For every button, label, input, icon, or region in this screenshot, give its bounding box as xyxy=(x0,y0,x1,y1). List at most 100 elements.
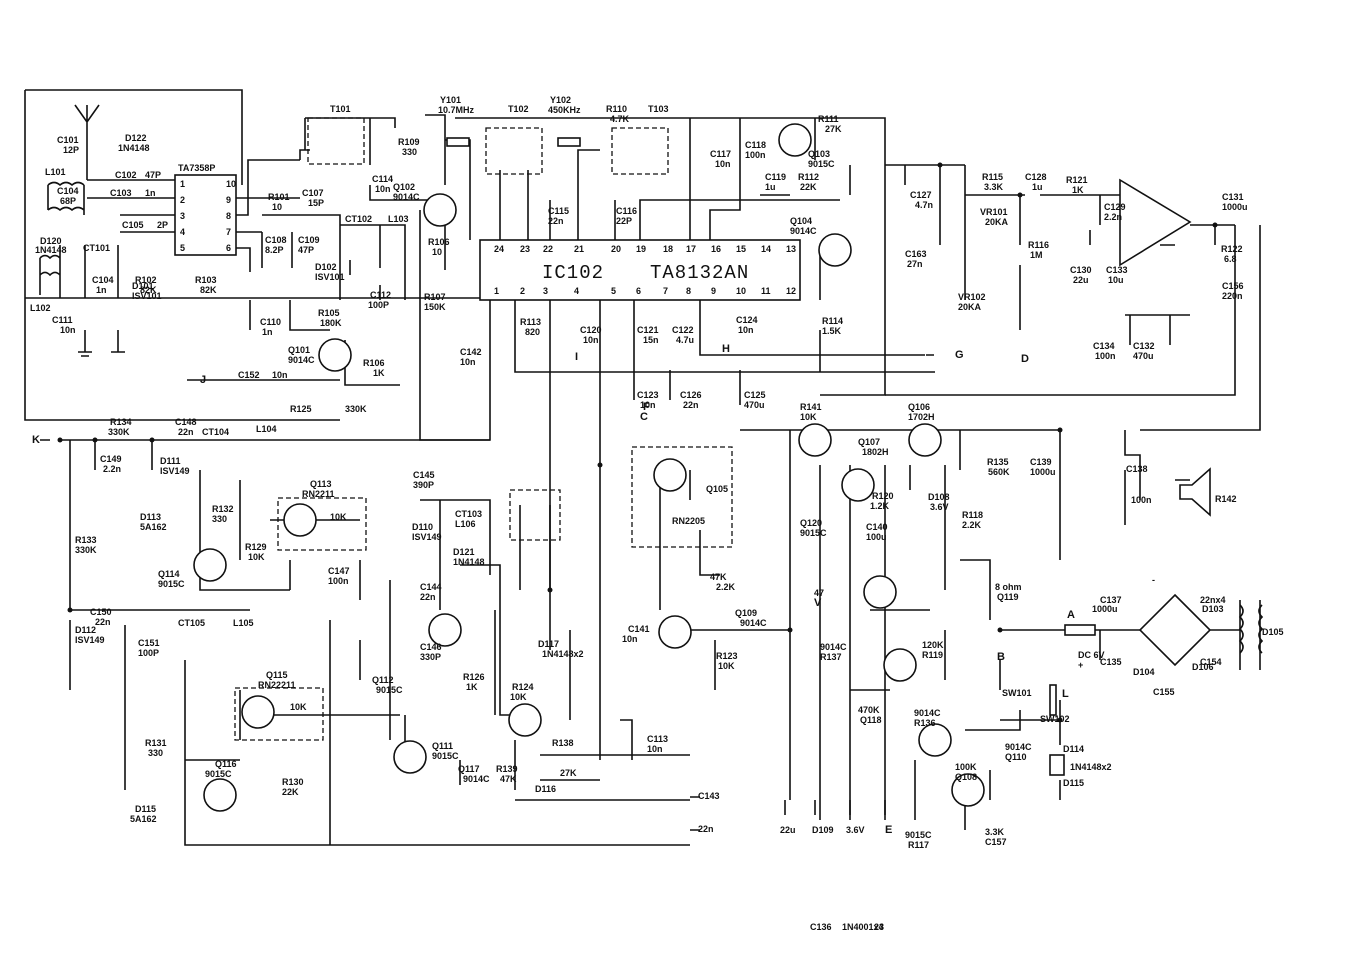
label-f: F xyxy=(643,401,650,413)
label-1n4148: 1N4148 xyxy=(118,143,150,153)
label-47p: 47P xyxy=(298,245,314,255)
label-d103: D103 xyxy=(1202,604,1224,614)
ic-fm-pin-right: 8 xyxy=(226,211,231,221)
label-v: V xyxy=(814,597,822,609)
label-g: G xyxy=(955,349,964,361)
label-c141: C141 xyxy=(628,624,650,634)
label-vr101: VR101 xyxy=(980,207,1008,217)
label-c104: C104 xyxy=(57,186,79,196)
l106-shield xyxy=(509,489,561,541)
label-12p: 12P xyxy=(63,145,79,155)
ic102-name: IC102 xyxy=(542,262,604,284)
label-c152: C152 xyxy=(238,370,260,380)
q115-box xyxy=(234,687,324,741)
label-vr102: VR102 xyxy=(958,292,986,302)
label-r110: R110 xyxy=(606,104,627,114)
label-c144: C144 xyxy=(420,582,442,592)
label-6-8: 6.8 xyxy=(1224,254,1237,264)
label-q110: Q110 xyxy=(1005,752,1027,762)
label-1000u: 1000u xyxy=(1222,202,1248,212)
label-c133: C133 xyxy=(1106,265,1128,275)
t101-shield xyxy=(307,117,365,165)
label-4-7n: 4.7n xyxy=(915,200,933,210)
t102-shield xyxy=(485,127,543,175)
ic102-pin-top: 18 xyxy=(663,244,673,254)
ic102-pin-bottom: 2 xyxy=(520,286,525,296)
label-c154: C154 xyxy=(1200,657,1222,667)
label-d115: D115 xyxy=(135,804,156,814)
label-d112: D112 xyxy=(75,625,96,635)
label-100p: 100P xyxy=(368,300,389,310)
label-10n: 10n xyxy=(583,335,599,345)
label-c110: C110 xyxy=(260,317,281,327)
ic102-body xyxy=(479,239,801,301)
ic-fm-body xyxy=(174,174,237,256)
label-c125: C125 xyxy=(744,390,766,400)
ic103-amp-triangle xyxy=(1119,178,1192,267)
label-q106: Q106 xyxy=(908,402,930,412)
label-q120: Q120 xyxy=(800,518,822,528)
label-sw102: SW102 xyxy=(1040,714,1070,724)
ic102-pin-bottom: 5 xyxy=(611,286,616,296)
q111-symbol xyxy=(508,703,542,737)
label-d102: D102 xyxy=(315,262,337,272)
label-d113: D113 xyxy=(140,512,161,522)
ic102-pin-bottom: 7 xyxy=(663,286,668,296)
label-9014c: 9014C xyxy=(288,355,315,365)
label-2-2k: 2.2K xyxy=(716,582,736,592)
wires xyxy=(24,89,1261,846)
label-5a162: 5A162 xyxy=(130,814,157,824)
label-10: 10 xyxy=(272,202,282,212)
label-27k: 27K xyxy=(825,124,842,134)
label-r109: R109 xyxy=(398,137,420,147)
label-d121: D121 xyxy=(453,547,475,557)
label-l106: L106 xyxy=(455,519,476,529)
ic102-pin-top: 23 xyxy=(520,244,530,254)
label-8-ohm: 8 ohm xyxy=(995,582,1022,592)
label-4-7u: 4.7u xyxy=(676,335,694,345)
label-d120: D120 xyxy=(40,236,62,246)
label-r112: R112 xyxy=(798,172,819,182)
label-82k: 82K xyxy=(200,285,217,295)
label-c145: C145 xyxy=(413,470,435,480)
label-10n: 10n xyxy=(622,634,638,644)
label-y101: Y101 xyxy=(440,95,461,105)
label-2p: 2P xyxy=(157,220,168,230)
label-23: 23 xyxy=(874,922,884,932)
q106-symbol xyxy=(798,423,832,457)
label-3-3k: 3.3K xyxy=(984,182,1004,192)
label-k: K xyxy=(32,434,40,446)
ic102-pin-top: 21 xyxy=(574,244,584,254)
label-1-5k: 1.5K xyxy=(822,326,842,336)
q109-symbol xyxy=(658,615,692,649)
label-c139: C139 xyxy=(1030,457,1052,467)
ic-fm-pin-right: 9 xyxy=(226,195,231,205)
ic102-pin-bottom: 10 xyxy=(736,286,746,296)
label-c146: C146 xyxy=(420,642,442,652)
label-10n: 10n xyxy=(60,325,76,335)
label-10k: 10K xyxy=(800,412,817,422)
label-22n: 22n xyxy=(420,592,436,602)
label-9015c: 9015C xyxy=(158,579,185,589)
ic102-pin-bottom: 1 xyxy=(494,286,499,296)
label-q107: Q107 xyxy=(858,437,880,447)
label-330k: 330K xyxy=(75,545,97,555)
label-r126: R126 xyxy=(463,672,485,682)
label-c119: C119 xyxy=(765,172,786,182)
label-9014c: 9014C xyxy=(1005,742,1032,752)
label-d: D xyxy=(1021,353,1029,365)
label-c148: C148 xyxy=(175,417,197,427)
label-r107: R107 xyxy=(424,292,446,302)
label-q116: Q116 xyxy=(215,759,237,769)
label-c104: C104 xyxy=(92,275,114,285)
label-c114: C114 xyxy=(372,174,393,184)
q104-symbol xyxy=(818,233,852,267)
label-9015c: 9015C xyxy=(808,159,835,169)
label-r125: R125 xyxy=(290,404,312,414)
label-1n4148x2: 1N4148x2 xyxy=(542,649,584,659)
label-c127: C127 xyxy=(910,190,932,200)
label-c120: C120 xyxy=(580,325,602,335)
label-9014c: 9014C xyxy=(740,618,767,628)
